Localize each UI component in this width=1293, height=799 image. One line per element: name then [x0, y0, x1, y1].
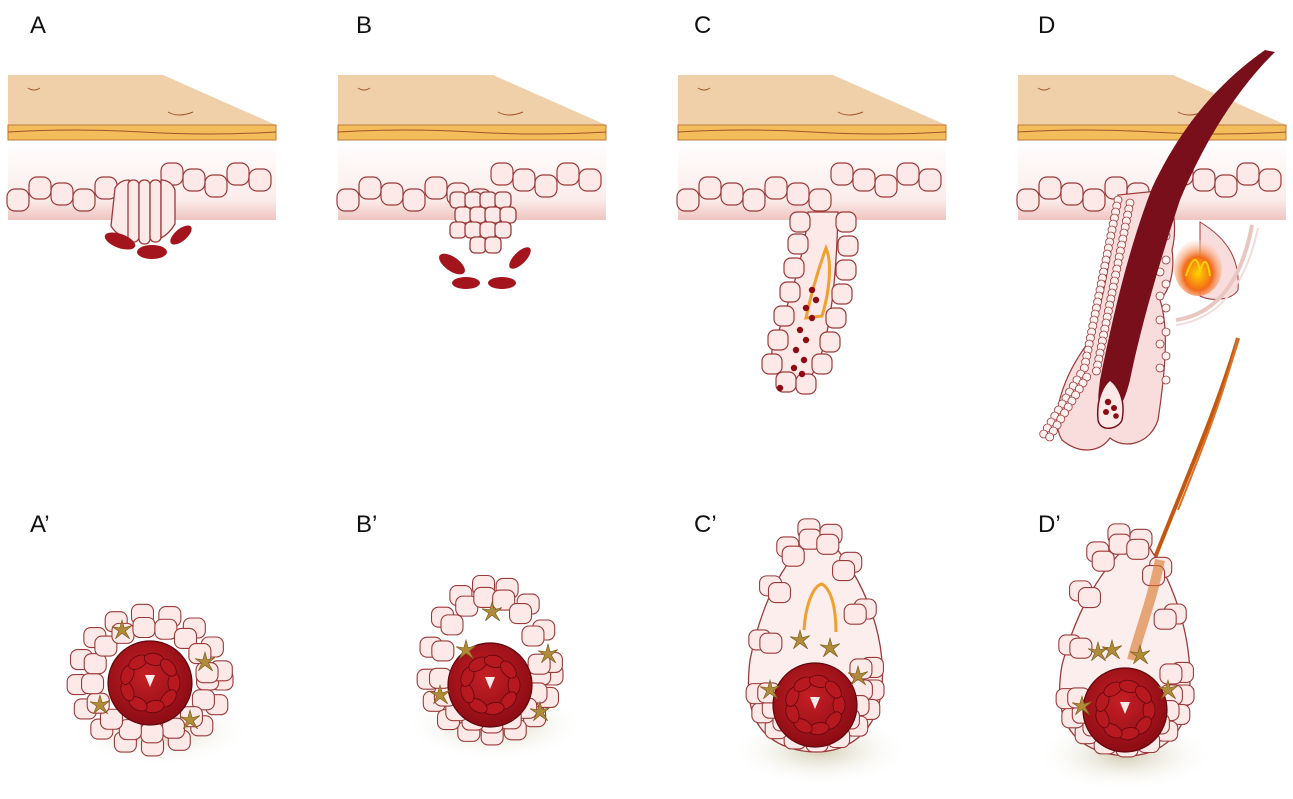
- dermal-papilla-1: [108, 641, 192, 725]
- dermal-papilla-4: [1083, 668, 1167, 752]
- skin-block-c: [677, 75, 946, 220]
- dermal-papilla-3: [773, 663, 857, 747]
- hair-peg-c: [762, 212, 858, 394]
